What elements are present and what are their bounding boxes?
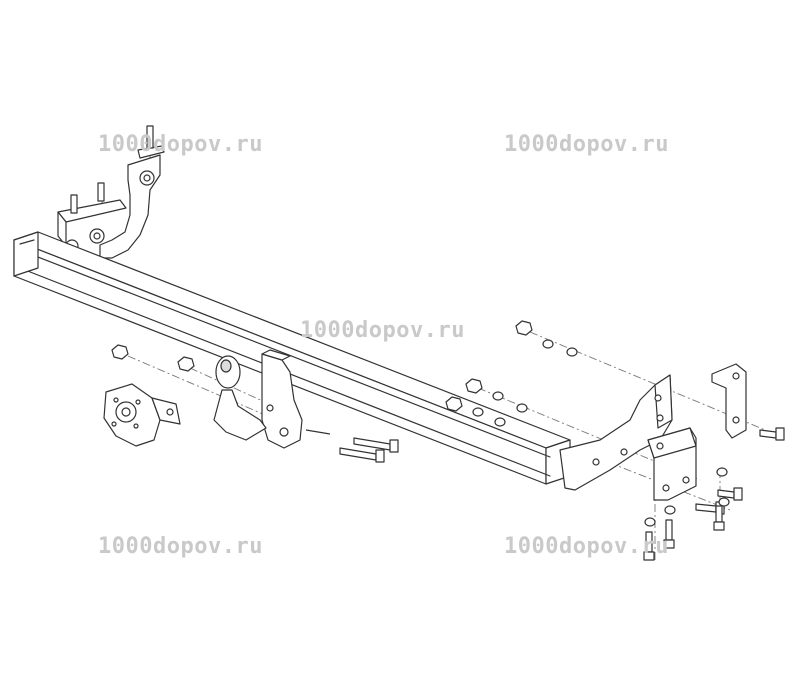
nuts-washers-right [445, 320, 578, 427]
watermark-text: 1000dopov.ru [504, 534, 669, 559]
right-mounting-bracket [559, 374, 673, 491]
left-mounting-bracket [57, 125, 165, 259]
watermark-text: 1000dopov.ru [98, 534, 263, 559]
right-l-bracket [711, 363, 747, 439]
watermark-text: 1000dopov.ru [98, 132, 263, 157]
socket-mounting-plate [103, 383, 181, 447]
watermark-text: 1000dopov.ru [300, 318, 465, 343]
right-side-plate [647, 427, 697, 501]
nuts-left [111, 344, 195, 372]
bolts-center [305, 429, 399, 463]
bolts-right [643, 427, 785, 561]
watermark-text: 1000dopov.ru [504, 132, 669, 157]
tow-ball-assembly [213, 349, 303, 449]
main-crossbar-tube [13, 231, 571, 485]
